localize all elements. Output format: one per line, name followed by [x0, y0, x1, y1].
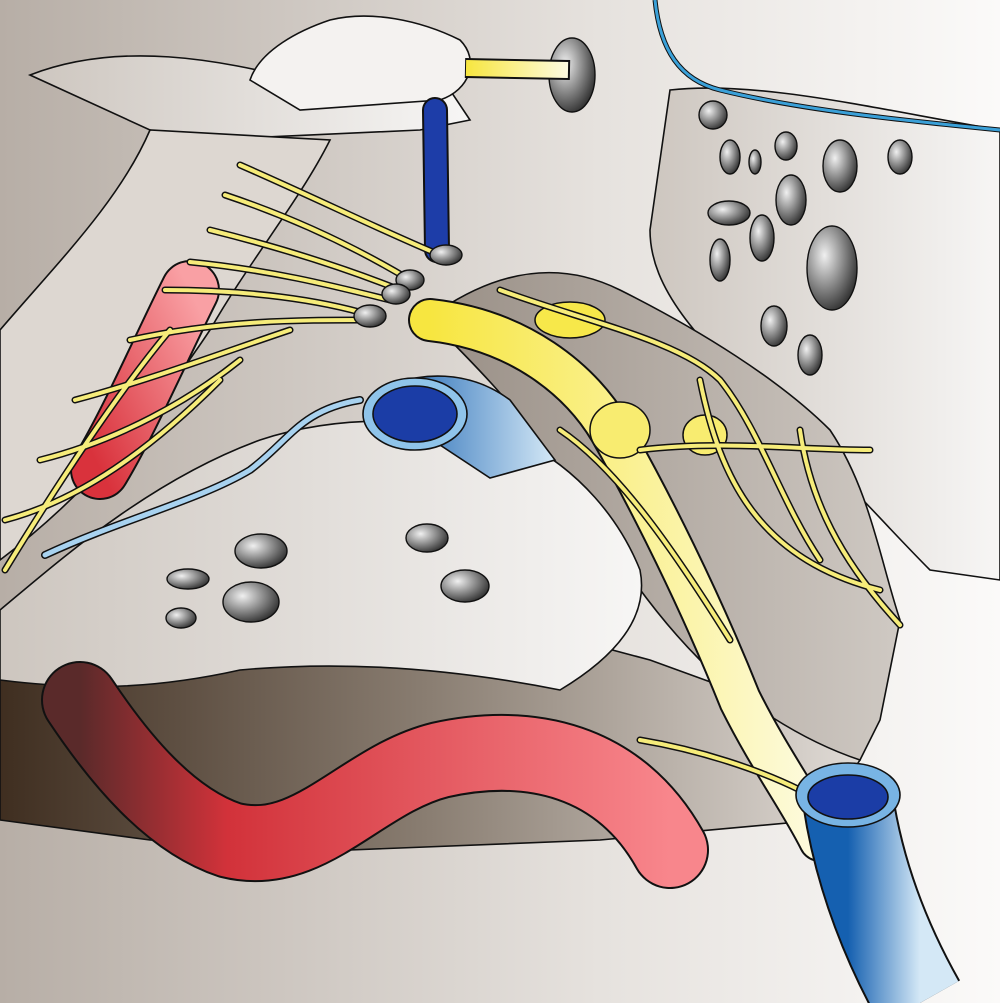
foramina: [165, 37, 913, 629]
meningeal-vessel-fill: [653, 0, 1000, 132]
petrosal-vein-fill: [42, 397, 363, 558]
internal-carotid-artery-fill: [43, 663, 707, 887]
trigeminal-nerve: [408, 286, 904, 862]
optic-nerve-fill: [465, 60, 569, 78]
ophthalmic-vein-fill: [424, 99, 448, 261]
middle-cranial-bone: [0, 420, 643, 691]
clinoid-process: [249, 15, 472, 111]
jugular-vein-fill: [804, 793, 959, 1003]
upper-bone: [27, 55, 472, 141]
jugular-vein-lumen: [807, 774, 889, 820]
sinus-lumen: [372, 385, 458, 443]
nerve-fan: [1, 161, 463, 574]
